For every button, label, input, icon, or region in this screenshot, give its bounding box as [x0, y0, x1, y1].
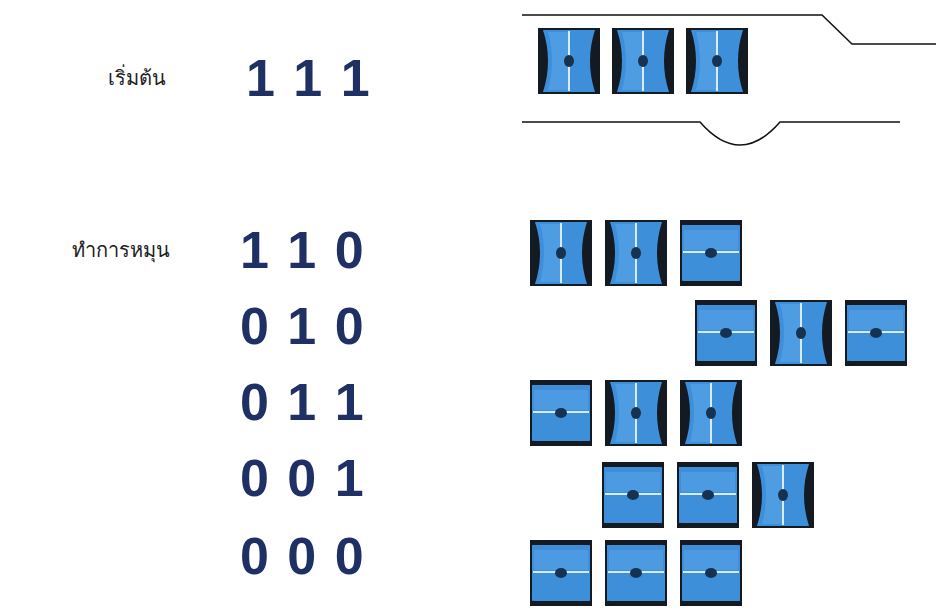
- block-horizontal: [530, 540, 592, 606]
- row-5: [530, 540, 742, 606]
- block-vertical: [680, 380, 742, 446]
- block-vertical: [686, 28, 748, 94]
- bit-pattern: 0 1 0: [240, 296, 366, 356]
- row-4: [602, 462, 814, 528]
- bit-pattern: 1 1 1: [246, 48, 372, 108]
- block-horizontal: [680, 540, 742, 606]
- block-vertical: [530, 220, 592, 286]
- row-3: [530, 380, 742, 446]
- block-horizontal: [695, 300, 757, 366]
- block-vertical: [605, 380, 667, 446]
- block-horizontal: [845, 300, 907, 366]
- row-1: [530, 220, 742, 286]
- block-vertical: [752, 462, 814, 528]
- block-horizontal: [530, 380, 592, 446]
- step-label: ทำการหมุน: [72, 234, 170, 266]
- block-horizontal: [677, 462, 739, 528]
- block-horizontal: [680, 220, 742, 286]
- block-horizontal: [605, 540, 667, 606]
- bit-pattern: 0 0 1: [240, 448, 366, 508]
- bit-pattern: 0 0 0: [240, 526, 366, 586]
- block-vertical: [605, 220, 667, 286]
- block-vertical: [538, 28, 600, 94]
- block-horizontal: [602, 462, 664, 528]
- row-2: [695, 300, 907, 366]
- bit-pattern: 1 1 0: [240, 220, 366, 280]
- channel-lines: [522, 15, 936, 145]
- block-vertical: [612, 28, 674, 94]
- step-label: เริ่มต้น: [108, 62, 166, 94]
- channel-bottom: [522, 122, 900, 145]
- block-vertical: [770, 300, 832, 366]
- bit-pattern: 0 1 1: [240, 372, 366, 432]
- start-row: [538, 28, 748, 94]
